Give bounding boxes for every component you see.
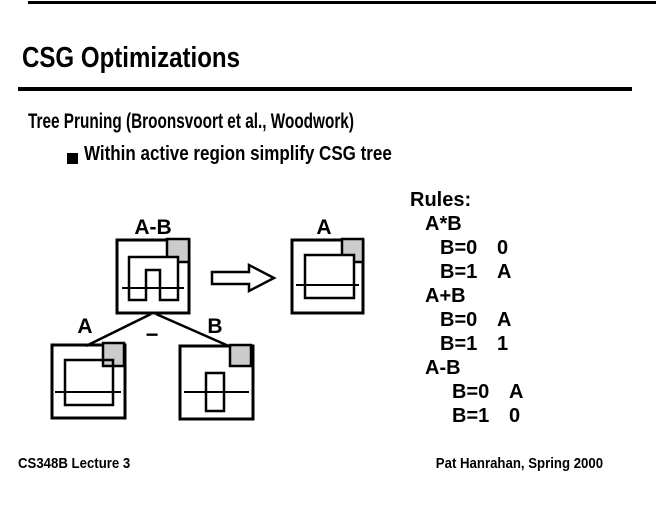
- rule-result: A: [509, 381, 524, 403]
- rule-op-intersection: A*B: [425, 213, 462, 235]
- subtitle: Tree Pruning (Broonsvoort et al., Woodwo…: [28, 110, 354, 133]
- active-region-square-right: [228, 343, 253, 368]
- rule-condition: B=0: [452, 381, 490, 403]
- rule-case: B=1 A: [440, 260, 523, 284]
- rule-case: B=1 1: [440, 332, 523, 356]
- rule-result: 0: [509, 405, 521, 427]
- right-child-label: B: [207, 315, 222, 338]
- rule-case: B=1 0: [452, 404, 523, 428]
- minus-operator: −: [146, 322, 159, 347]
- top-border-bar: [28, 1, 656, 4]
- tree-edge-right: [155, 312, 232, 349]
- footer-course-label: CS348B Lecture 3: [18, 455, 131, 472]
- rule-case: B=0 A: [440, 308, 523, 332]
- rule-result: A: [497, 309, 512, 331]
- result-node-label: A: [316, 216, 331, 239]
- rule-op-difference: A-B: [425, 357, 461, 379]
- rule-condition: B=1: [440, 261, 478, 283]
- simplify-arrow-icon: [210, 262, 277, 294]
- right-child-box: [178, 344, 255, 421]
- bullet-icon: [67, 153, 78, 164]
- root-node-box: [115, 238, 191, 315]
- rule-case: B=0 0: [440, 236, 523, 260]
- shape-a-result: [303, 253, 356, 300]
- tree-edge-left: [85, 312, 152, 348]
- rule-result: 1: [497, 333, 509, 355]
- rule-result: 0: [497, 237, 509, 259]
- rule-op-union: A+B: [425, 285, 466, 307]
- rule-case: B=0 A: [452, 380, 523, 404]
- bullet-text: Within active region simplify CSG tree: [84, 143, 392, 165]
- left-child-box: [50, 343, 127, 420]
- rules-heading: Rules:: [410, 189, 472, 211]
- footer-author-label: Pat Hanrahan, Spring 2000: [435, 455, 603, 472]
- result-node-box: [290, 238, 365, 315]
- rule-condition: B=1: [452, 405, 490, 427]
- rule-condition: B=0: [440, 309, 478, 331]
- rule-condition: B=1: [440, 333, 478, 355]
- shape-a-minus-b: [127, 255, 180, 302]
- title-underline: [18, 87, 632, 91]
- left-child-label: A: [77, 315, 92, 338]
- rule-result: A: [497, 261, 512, 283]
- page-title: CSG Optimizations: [22, 42, 240, 74]
- root-node-label: A-B: [134, 216, 171, 239]
- rule-condition: B=0: [440, 237, 478, 259]
- shape-a-child: [63, 358, 115, 407]
- rules-panel: Rules: A*B B=0 0 B=1 A A+B B=0 A B=1 1 A…: [410, 188, 523, 428]
